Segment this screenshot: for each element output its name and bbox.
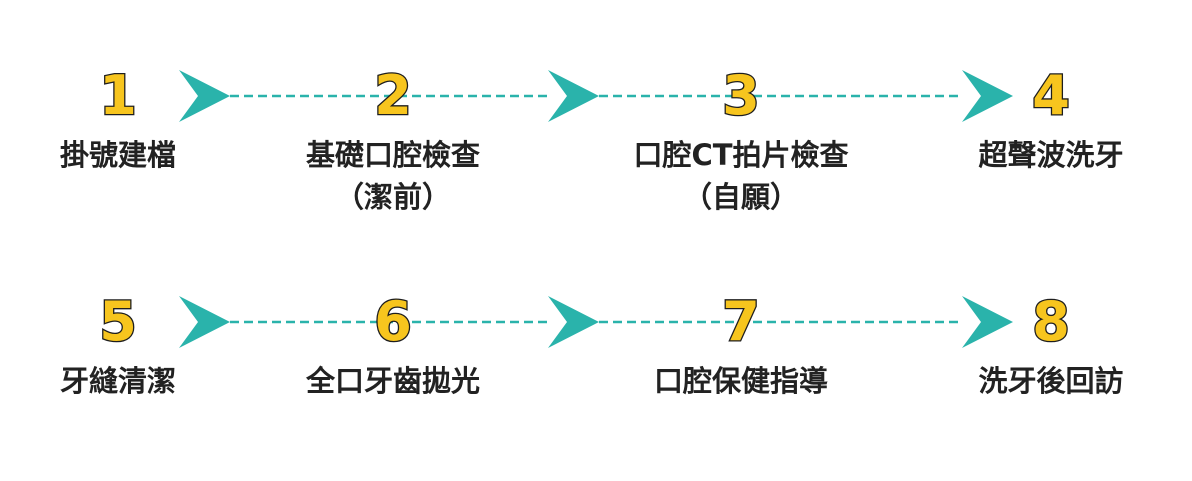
step-label: 洗牙後回訪 <box>978 364 1124 398</box>
arrow-6-to-7 <box>548 296 962 348</box>
row-2-connectors <box>179 296 1013 348</box>
step-number: 2 <box>373 64 413 127</box>
step-label: 基礎口腔檢查 <box>305 138 481 172</box>
step-number: 7 <box>721 290 761 353</box>
step-number: 5 <box>98 290 138 353</box>
arrow-5-to-6 <box>179 296 548 348</box>
step-7: 7 口腔保健指導 <box>653 290 829 398</box>
step-1: 1 掛號建檔 <box>59 64 177 172</box>
step-label: 超聲波洗牙 <box>978 138 1124 172</box>
arrowhead <box>179 296 230 348</box>
step-8: 8 洗牙後回訪 <box>978 290 1124 398</box>
step-6: 6 全口牙齒拋光 <box>305 290 481 398</box>
step-number: 3 <box>721 64 761 127</box>
step-number: 4 <box>1031 64 1071 127</box>
arrow-2-to-3 <box>548 70 962 122</box>
arrow-7-to-8 <box>962 296 1013 348</box>
step-label: 全口牙齒拋光 <box>305 364 481 398</box>
arrow-3-to-4 <box>962 70 1013 122</box>
arrowhead <box>962 70 1013 122</box>
step-label: 口腔保健指導 <box>653 364 829 398</box>
step-4: 4 超聲波洗牙 <box>978 64 1124 172</box>
arrowhead <box>548 70 599 122</box>
step-number: 8 <box>1031 290 1071 353</box>
step-label: 牙縫清潔 <box>59 364 177 398</box>
arrowhead <box>548 296 599 348</box>
step-2: 2 基礎口腔檢查 （潔前） <box>305 64 481 214</box>
step-note: （潔前） <box>334 180 452 214</box>
arrowhead <box>962 296 1013 348</box>
arrow-1-to-2 <box>179 70 548 122</box>
step-note: （自願） <box>682 180 800 214</box>
arrowhead <box>179 70 230 122</box>
step-label: 口腔CT拍片檢查 <box>633 138 849 172</box>
row-1-connectors <box>179 70 1013 122</box>
step-5: 5 牙縫清潔 <box>59 290 177 398</box>
step-3: 3 口腔CT拍片檢查 （自願） <box>633 64 849 214</box>
step-number: 6 <box>373 290 413 353</box>
step-number: 1 <box>98 64 138 127</box>
step-label: 掛號建檔 <box>59 138 177 172</box>
